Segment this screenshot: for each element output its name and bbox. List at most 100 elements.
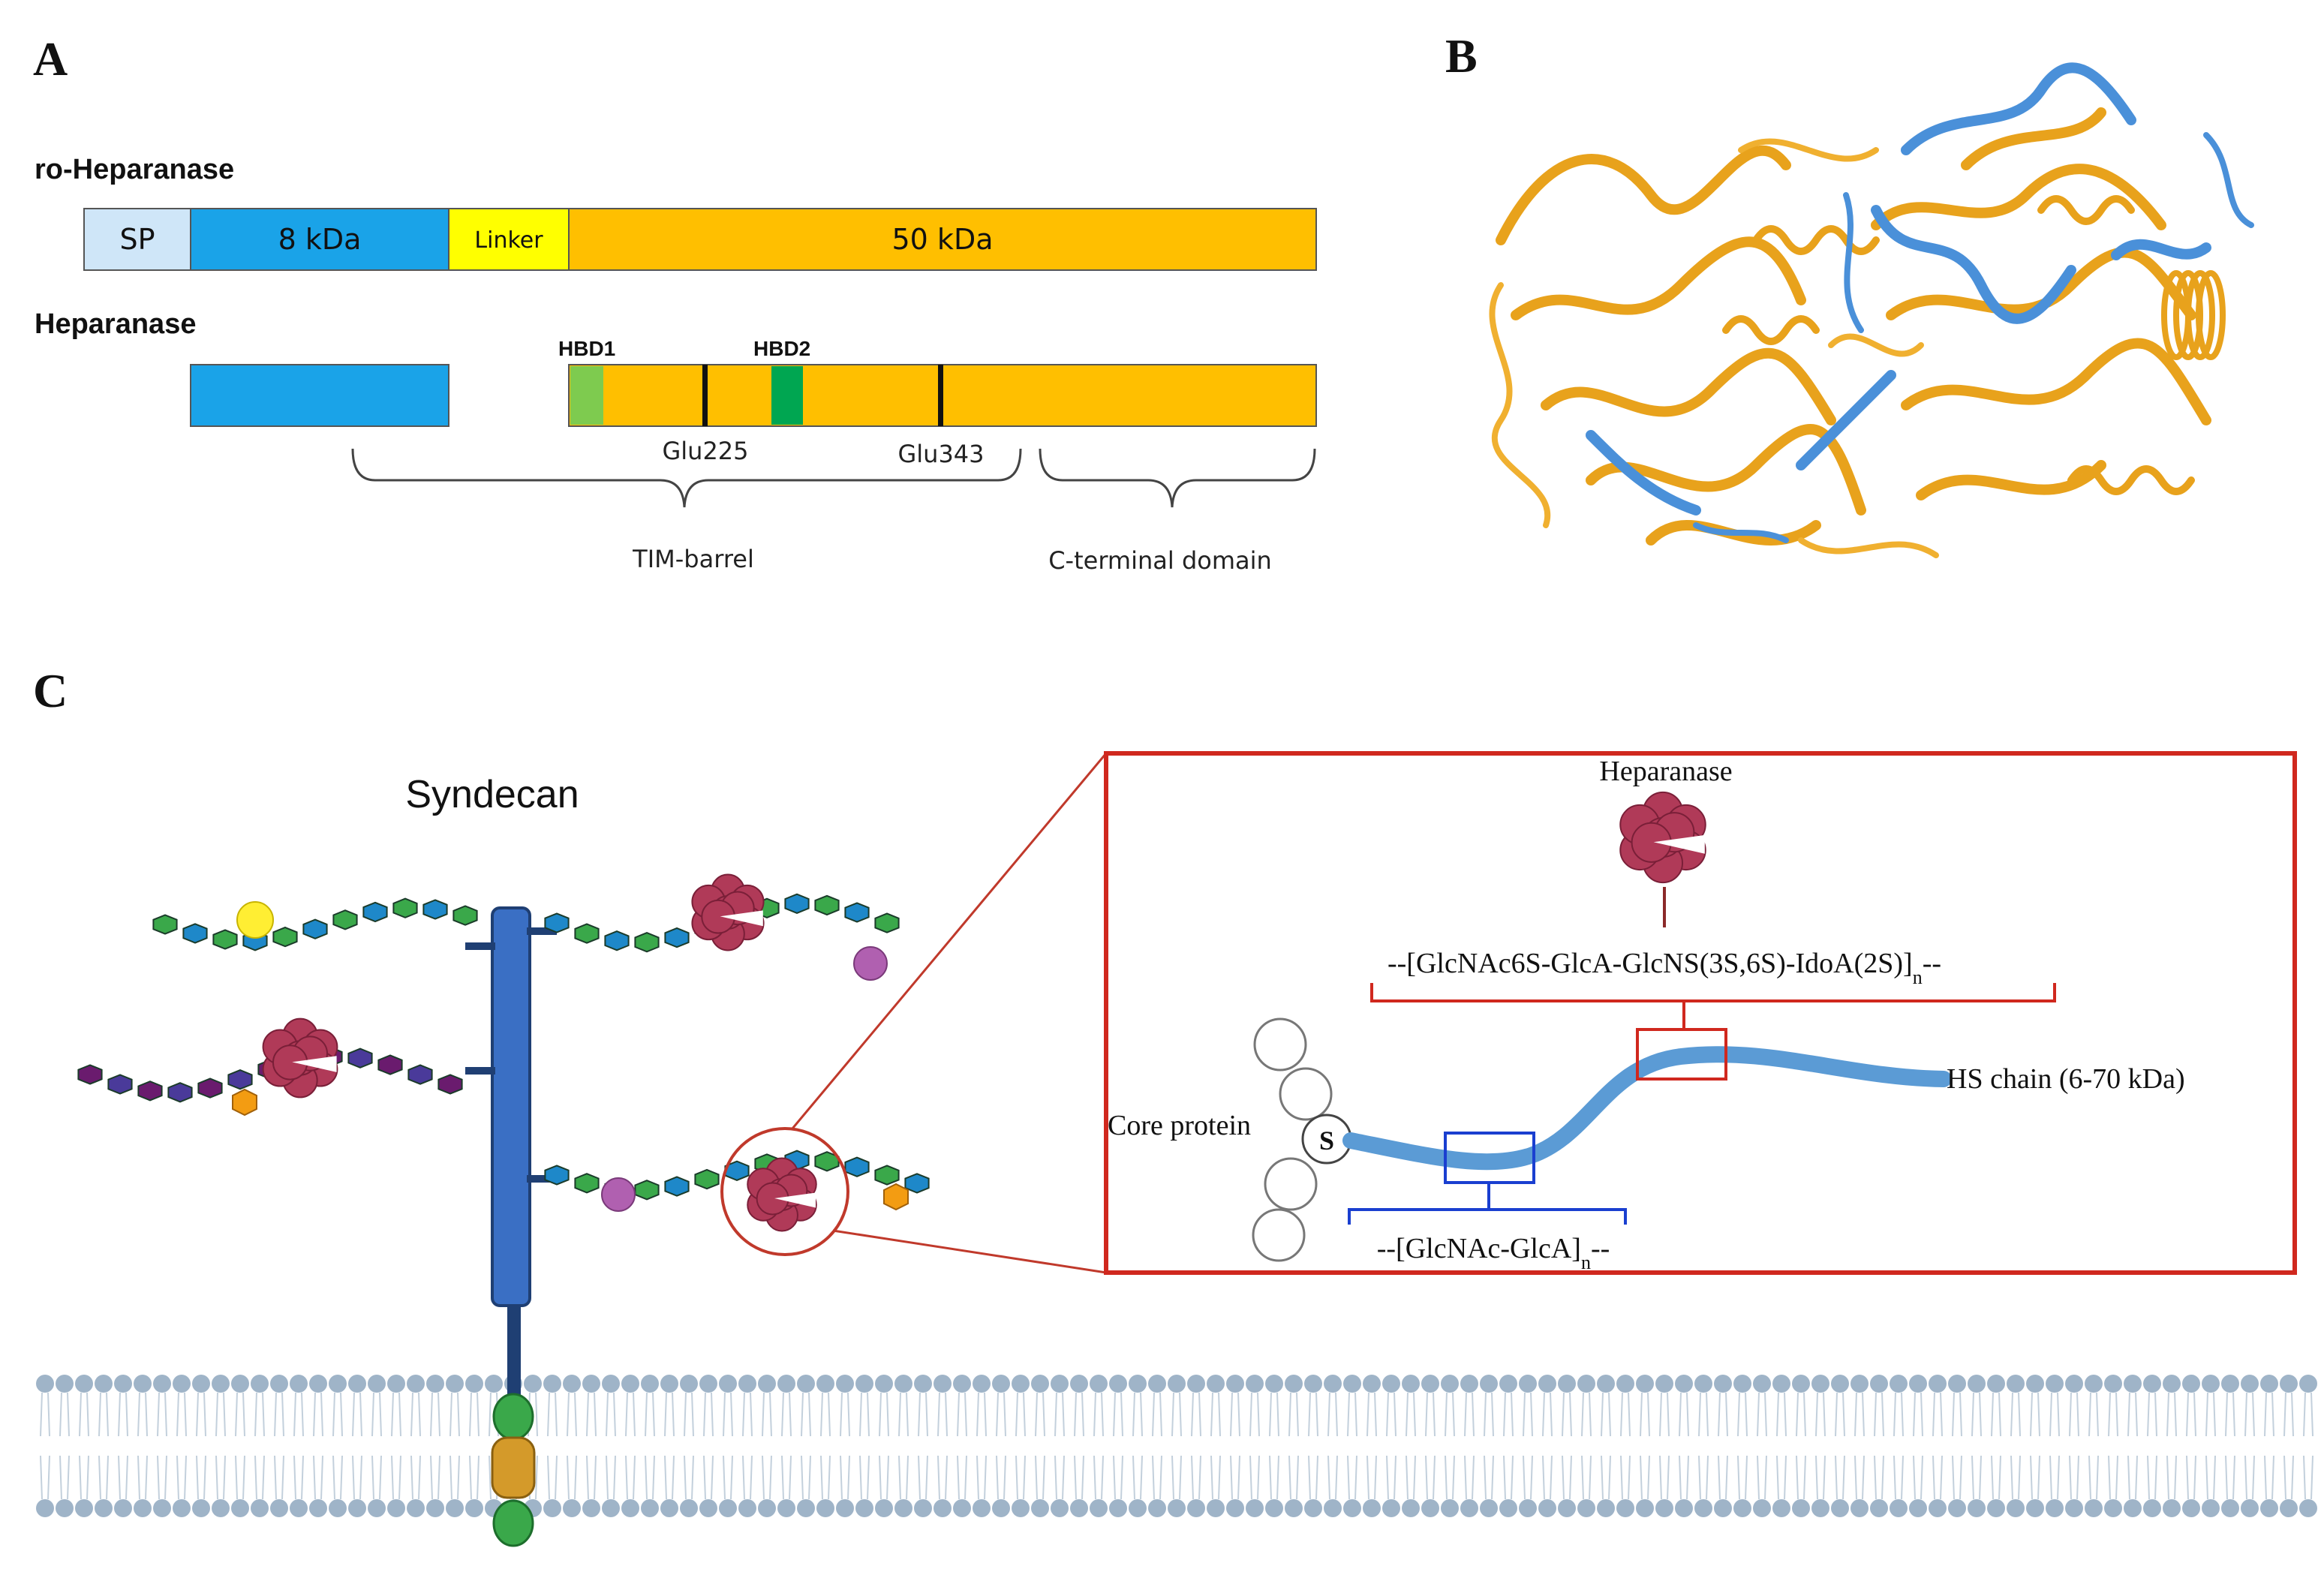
lipid-tail-bottom <box>1913 1455 1923 1500</box>
lipid-tail-top <box>391 1392 401 1437</box>
lipid-tail-bottom <box>1776 1455 1787 1500</box>
lipid-head-bottom <box>953 1499 971 1517</box>
lipid-head-top <box>719 1375 737 1393</box>
lipid-tail-top <box>449 1392 460 1437</box>
lipid-tail-top <box>898 1392 909 1437</box>
lipid-tail-bottom <box>2069 1455 2079 1500</box>
gag-sugar <box>634 1180 660 1201</box>
lipid-tail-top <box>235 1392 245 1437</box>
gag-sugar <box>574 923 600 944</box>
lipid-head-bottom <box>1772 1499 1790 1517</box>
lipid-tail-bottom <box>1620 1455 1631 1500</box>
lipid-tail-top <box>742 1392 753 1437</box>
lipid-head-top <box>738 1375 756 1393</box>
hbd2-region <box>771 366 803 425</box>
lipid-tail-top <box>1737 1392 1748 1437</box>
lipid-tail-bottom <box>1815 1455 1826 1500</box>
lipid-head-bottom <box>1246 1499 1264 1517</box>
lipid-tail-top <box>1542 1392 1553 1437</box>
lipid-tail-bottom <box>1152 1455 1162 1500</box>
lipid-head-bottom <box>2143 1499 2161 1517</box>
lipid-head-bottom <box>1714 1499 1732 1517</box>
lipid-head-top <box>777 1375 795 1393</box>
lipid-head-top <box>855 1375 873 1393</box>
lipid-head-bottom <box>1187 1499 1205 1517</box>
lipid-tail-bottom <box>1601 1455 1611 1500</box>
gag-sugar <box>784 893 810 914</box>
lipid-tail-bottom <box>820 1455 831 1500</box>
lipid-head-bottom <box>836 1499 854 1517</box>
panel-letter-b: B <box>1445 29 1478 83</box>
lipid-tail-top <box>1757 1392 1767 1437</box>
lipid-tail-bottom <box>1523 1455 1533 1500</box>
lipid-tail-top <box>1132 1392 1143 1437</box>
lipid-tail-top <box>1620 1392 1631 1437</box>
lipid-head-top <box>1168 1375 1186 1393</box>
lipid-tail-bottom <box>410 1455 421 1500</box>
gag-sugar <box>77 1064 103 1085</box>
lipid-tail-top <box>1776 1392 1787 1437</box>
gag-sugar <box>107 1074 133 1095</box>
lipid-head-bottom <box>1285 1499 1303 1517</box>
lipid-tail-top <box>586 1392 597 1437</box>
lipid-tail-bottom <box>1737 1455 1748 1500</box>
lipid-tail-top <box>1210 1392 1221 1437</box>
kda8-segment <box>190 208 449 271</box>
pro-heparanase-title: ro-Heparanase <box>35 154 234 185</box>
lipid-tail-bottom <box>1718 1455 1728 1500</box>
lipid-tail-bottom <box>742 1455 753 1500</box>
lipid-tail-bottom <box>1445 1455 1455 1500</box>
purple-sugar-2 <box>601 1177 636 1212</box>
gag-sugar <box>167 1082 193 1103</box>
lipid-head-bottom <box>1597 1499 1615 1517</box>
tim-barrel-brace <box>351 448 1022 508</box>
lipid-tail-top <box>59 1392 70 1437</box>
seq-bottom: --[GlcNAc-GlcA]n-- <box>1377 1233 1610 1273</box>
gag-sugar <box>272 926 298 948</box>
lipid-tail-top <box>1054 1392 1065 1437</box>
lipid-head-top <box>836 1375 854 1393</box>
lipid-head-top <box>2221 1375 2239 1393</box>
lipid-tail-top <box>157 1392 167 1437</box>
lipid-head-top <box>2241 1375 2259 1393</box>
panel-letter-a: A <box>33 32 68 86</box>
lipid-head-bottom <box>1226 1499 1244 1517</box>
gag-sugar <box>544 912 570 933</box>
lipid-head-top <box>1460 1375 1478 1393</box>
lipid-tail-bottom <box>1854 1455 1865 1500</box>
lipid-tail-bottom <box>762 1455 772 1500</box>
orange-sugar-2 <box>883 1183 909 1211</box>
gag-sugar <box>212 929 238 950</box>
lipid-tail-bottom <box>586 1455 597 1500</box>
lipid-head-top <box>1499 1375 1517 1393</box>
lipid-tail-top <box>820 1392 831 1437</box>
lipid-tail-bottom <box>1288 1455 1299 1500</box>
lipid-tail-bottom <box>215 1455 226 1500</box>
lipid-head-top <box>1519 1375 1537 1393</box>
lipid-tail-bottom <box>684 1455 694 1500</box>
zoom-line-bottom <box>832 1229 1107 1274</box>
lipid-head-bottom <box>1577 1499 1595 1517</box>
lipid-head-bottom <box>2202 1499 2220 1517</box>
lipid-head-top <box>2260 1375 2278 1393</box>
lipid-head-top <box>1577 1375 1595 1393</box>
lipid-head-top <box>153 1375 171 1393</box>
lipid-tail-top <box>40 1392 50 1437</box>
lipid-head-bottom <box>934 1499 952 1517</box>
lipid-tail-bottom <box>1971 1455 1982 1500</box>
lipid-head-top <box>368 1375 386 1393</box>
lipid-tail-top <box>1464 1392 1475 1437</box>
lipid-tail-bottom <box>645 1455 655 1500</box>
glu225-marker <box>702 365 708 426</box>
lipid-tail-top <box>1035 1392 1045 1437</box>
hs-chain <box>1342 1046 1952 1171</box>
lipid-tail-top <box>2303 1392 2313 1437</box>
lipid-tail-top <box>2186 1392 2196 1437</box>
lipid-head-top <box>2202 1375 2220 1393</box>
lipid-head-bottom <box>2046 1499 2064 1517</box>
lipid-tail-bottom <box>801 1455 811 1500</box>
lipid-head-bottom <box>1850 1499 1869 1517</box>
gag-sugar <box>844 1156 870 1177</box>
lipid-tail-top <box>1406 1392 1416 1437</box>
